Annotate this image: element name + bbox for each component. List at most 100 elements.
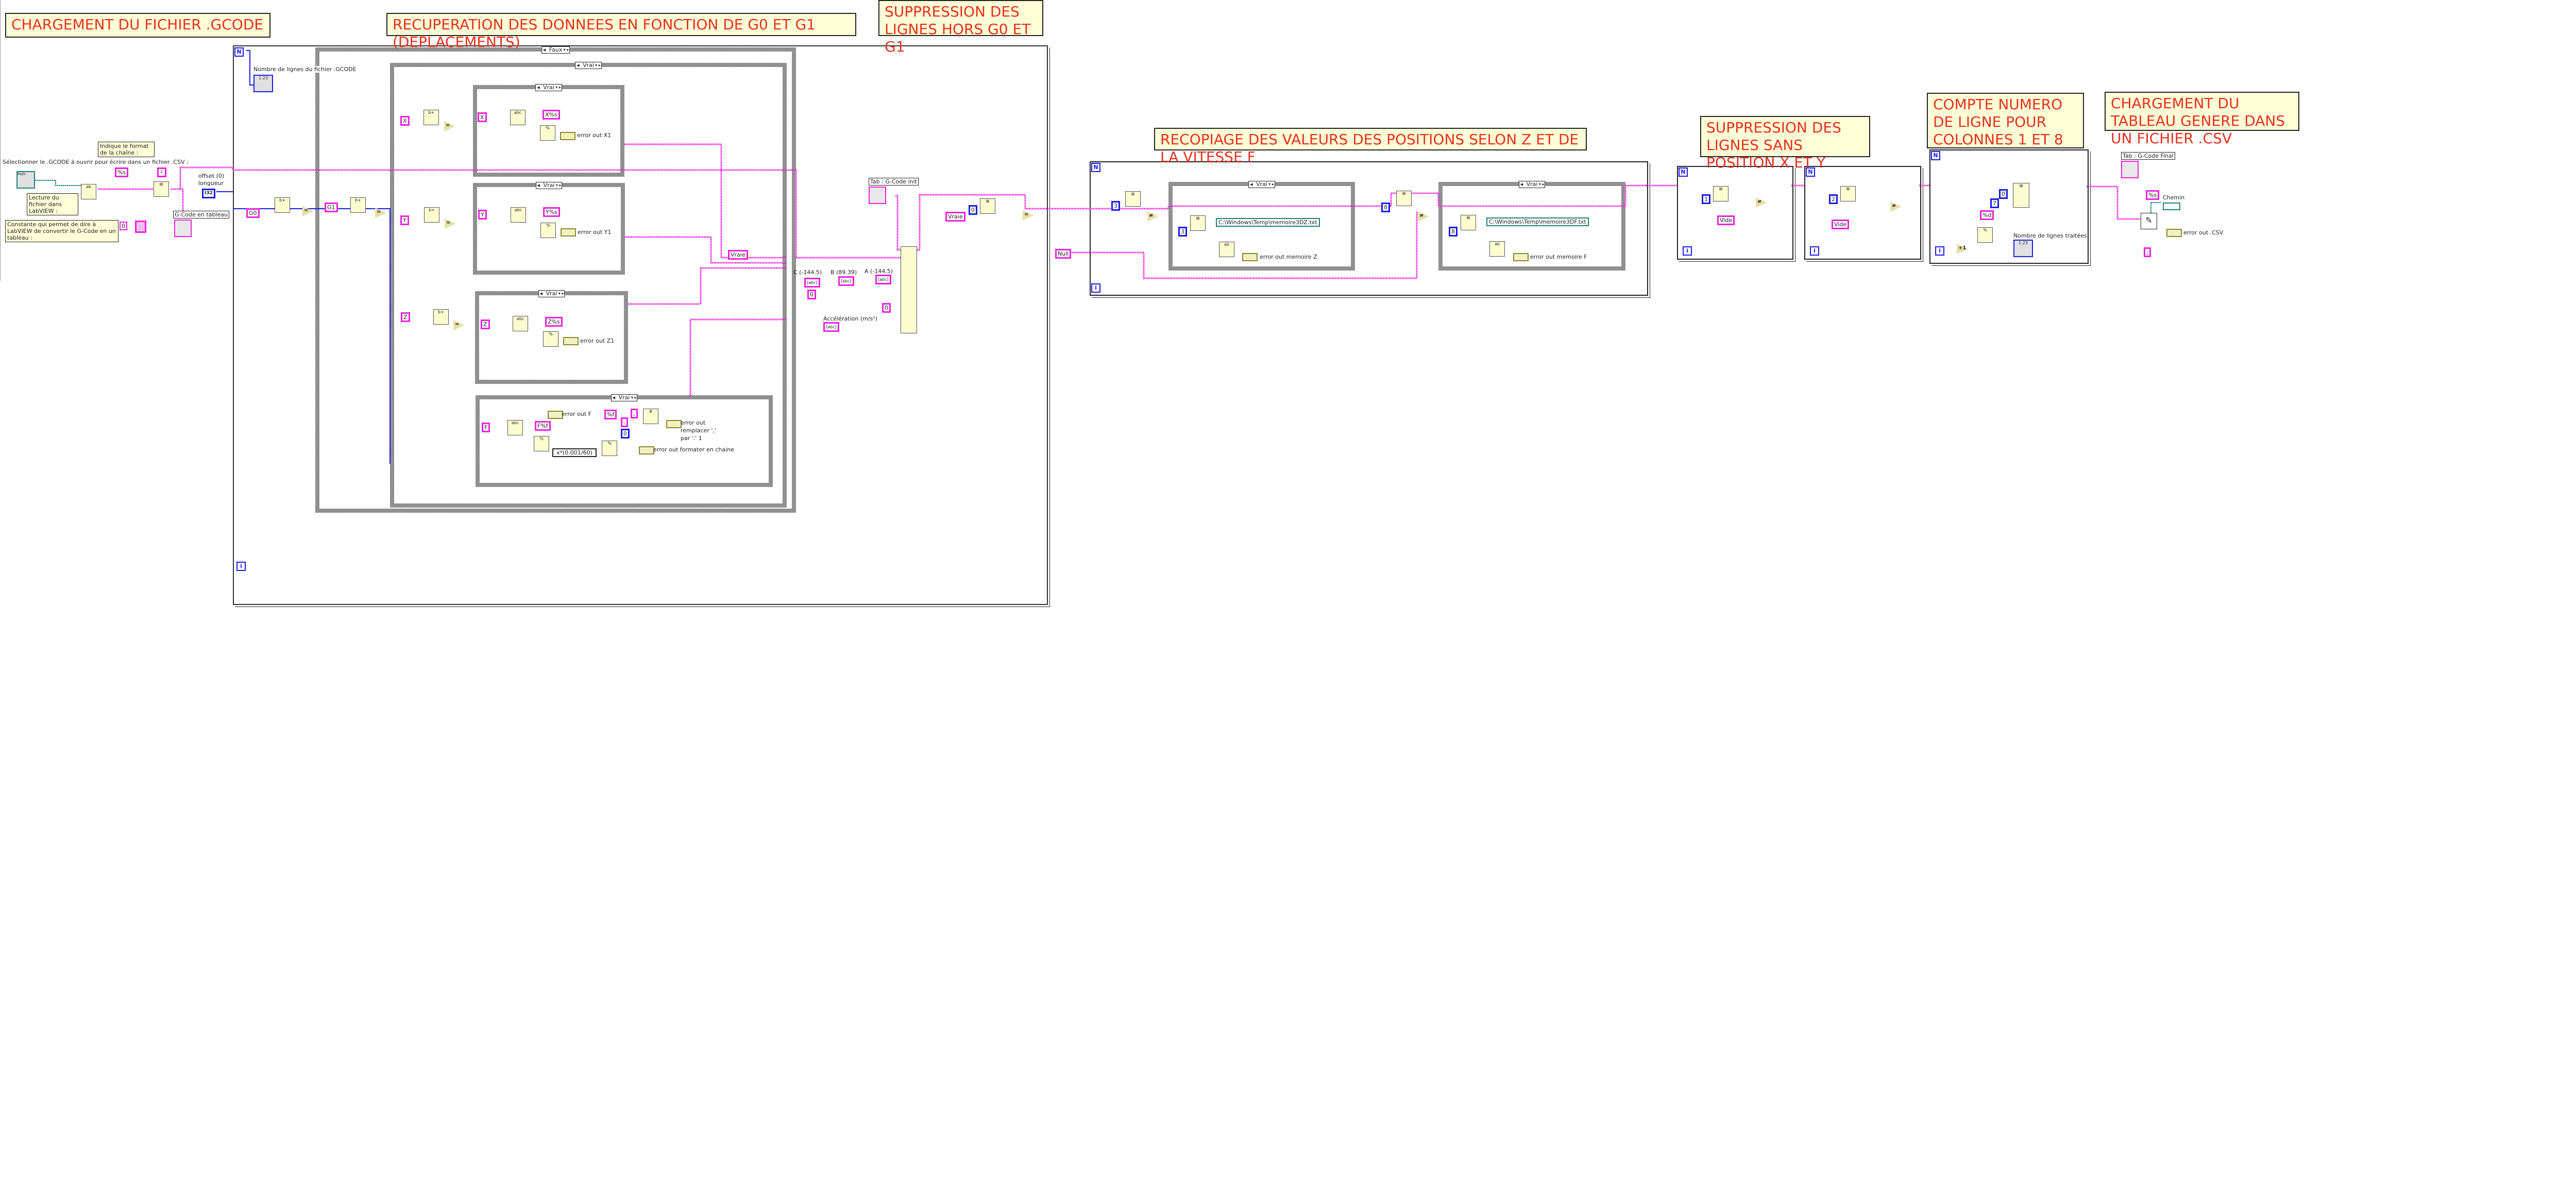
loop4-vide-constant[interactable]: Vide [1832,220,1850,229]
loop3-vide-constant[interactable]: Vide [1717,215,1735,225]
null-constant[interactable]: Null [1055,249,1072,259]
csv-format-constant[interactable]: %s [2146,190,2160,200]
x-format-constant[interactable]: X%s [543,110,560,120]
replace-array-subset-node[interactable]: ⊞ [2013,183,2029,208]
vraie-equal-node[interactable]: = [1023,210,1034,221]
memoire-f-path-constant[interactable]: C:\Windows\Temp\memoire3DF.txt [1486,217,1589,226]
case-selector-x[interactable]: Vrai [535,84,562,91]
loop4-index-constant[interactable]: 2 [1829,194,1838,204]
memoire-f-write-file-node[interactable]: ab [1489,241,1505,257]
loop2-not-equal-z[interactable]: ≠ [1147,211,1159,222]
memoire-f-index-array[interactable]: ⊞ [1461,215,1476,230]
g1-constant[interactable]: G1 [325,203,338,212]
z-equal-node[interactable]: = [453,320,465,330]
zero-string-constant[interactable]: 0 [807,290,816,299]
case-selector-y[interactable]: Vrai [535,182,563,189]
memoire-z-write-file-node[interactable]: ab [1219,242,1234,257]
f-dot-constant[interactable]: . [621,417,628,427]
g0-constant[interactable]: G0 [246,208,260,218]
memoire-z-path-constant[interactable]: C:\Windows\Temp\memoire3DZ.txt [1216,218,1320,227]
x-constant[interactable]: X [400,116,410,126]
wire-null [1072,211,1418,279]
spreadsheet-string-to-array-node[interactable]: ⊞ [154,181,169,197]
y-format-constant[interactable]: Y%s [543,207,560,217]
z-search-split-node[interactable]: abc [513,316,528,331]
f-search-split-node[interactable]: abc [507,420,523,435]
memoire-z-index-array[interactable]: ⊞ [1190,215,1206,231]
g0-match-pattern-node[interactable]: b+ [275,197,290,213]
vraie-constant[interactable]: Vraie [728,250,748,260]
case-selector-g1[interactable]: Vrai [575,62,602,69]
loop4-index-array-node[interactable]: ⊞ [1840,186,1856,201]
y-search-split-node[interactable]: abc [511,207,526,223]
write-spreadsheet-node[interactable]: ✎ [2141,213,2157,229]
f-zero-constant[interactable]: 0 [621,429,630,439]
loop2-index3-constant[interactable]: 3 [1111,201,1120,211]
loop5-format-into-string-node[interactable]: % [1977,227,1993,243]
loop3-not-equal-node[interactable]: ≠ [1756,197,1767,208]
wire-index-main [233,208,391,464]
delimiter-numeric-constant[interactable]: 0 [120,222,127,230]
build-array-node[interactable] [901,246,917,333]
read-text-file-node[interactable]: ab [81,184,96,199]
zero-string-constant-2[interactable]: 0 [882,303,891,313]
x-inner-constant[interactable]: X [478,112,487,122]
gcode-path-control[interactable]: Path [16,171,35,189]
z-match-pattern-node[interactable]: b+ [433,309,449,325]
increment-node[interactable]: +1 [1957,244,1968,254]
f-format-constant[interactable]: F%f [535,421,551,431]
vraie-compare-constant[interactable]: Vraie [945,212,965,222]
y-scan-string-node[interactable]: % [540,223,556,238]
loop4-not-equal-node[interactable]: ≠ [1890,201,1902,212]
index-zero-constant[interactable]: 0 [969,205,977,215]
offset-i32-control[interactable]: I32 [202,189,215,198]
loop5-zero-constant[interactable]: 0 [1999,189,2008,199]
f-scan-string-node[interactable]: % [534,436,549,451]
f-constant[interactable]: F [482,423,490,432]
f-comma-constant[interactable]: , [631,409,638,418]
index-array-node[interactable]: ⊞ [980,198,995,214]
z-scan-string-node[interactable]: % [543,331,558,347]
acceleration-control[interactable]: [abc] [823,322,839,332]
memoire-z-index-constant[interactable]: 3 [1178,227,1187,237]
case-selector-memoire-z[interactable]: Vrai [1248,181,1275,188]
x-search-split-node[interactable]: abc [510,110,526,125]
case-selector-z[interactable]: Vrai [538,290,565,297]
y-constant[interactable]: Y [400,215,409,225]
x-match-pattern-node[interactable]: b+ [423,110,439,125]
loop2-index8-constant[interactable]: 8 [1381,203,1390,212]
loop3-index-array-node[interactable]: ⊞ [1713,186,1728,201]
case-selector-g0[interactable]: Faux [541,46,570,54]
loop2-not-equal-f[interactable]: ≠ [1418,211,1429,222]
delimiter-string-constant[interactable] [135,221,146,233]
z-format-constant[interactable]: Z%s [545,317,563,327]
eol-constant[interactable]: ⇩ [157,167,166,177]
y-match-pattern-node[interactable]: b+ [424,207,439,223]
a-angle-control[interactable]: [abc] [875,275,891,284]
loop3-index-constant[interactable]: 1 [1702,194,1710,204]
z-constant[interactable]: Z [401,312,410,322]
loop2-index-array-f[interactable]: ⊞ [1396,191,1412,206]
case-selector-memoire-f[interactable]: Vrai [1518,181,1546,188]
csv-delimiter-constant[interactable]: ; [2144,247,2151,257]
loop2-index-array-z[interactable]: ⊞ [1125,191,1141,207]
y-equal-node[interactable]: = [445,218,456,229]
memoire-f-index-constant[interactable]: 8 [1449,227,1458,237]
g0-equal-node[interactable]: = [302,206,314,216]
x-equal-node[interactable]: = [444,121,455,131]
loop5-seven-constant[interactable]: 7 [1990,198,1999,208]
g1-equal-node[interactable]: = [375,208,386,218]
f-format2-constant[interactable]: %f [604,410,617,419]
f-replace-substring-node[interactable]: # [643,409,658,424]
format-string-constant[interactable]: %s [115,167,129,177]
f-expression-node[interactable]: x*(0.001/60) [552,448,597,457]
f-format-into-string-node[interactable]: % [602,441,617,456]
c-angle-control[interactable]: [abc] [804,278,820,288]
loop5-format-constant[interactable]: %d [1980,210,1994,220]
z-inner-constant[interactable]: Z [481,319,490,329]
g1-match-pattern-node[interactable]: b+ [350,197,366,213]
case-selector-f[interactable]: Vrai [611,394,638,401]
x-scan-string-node[interactable]: % [540,125,555,141]
y-inner-constant[interactable]: Y [478,210,487,220]
b-angle-control[interactable]: [abc] [838,276,854,286]
